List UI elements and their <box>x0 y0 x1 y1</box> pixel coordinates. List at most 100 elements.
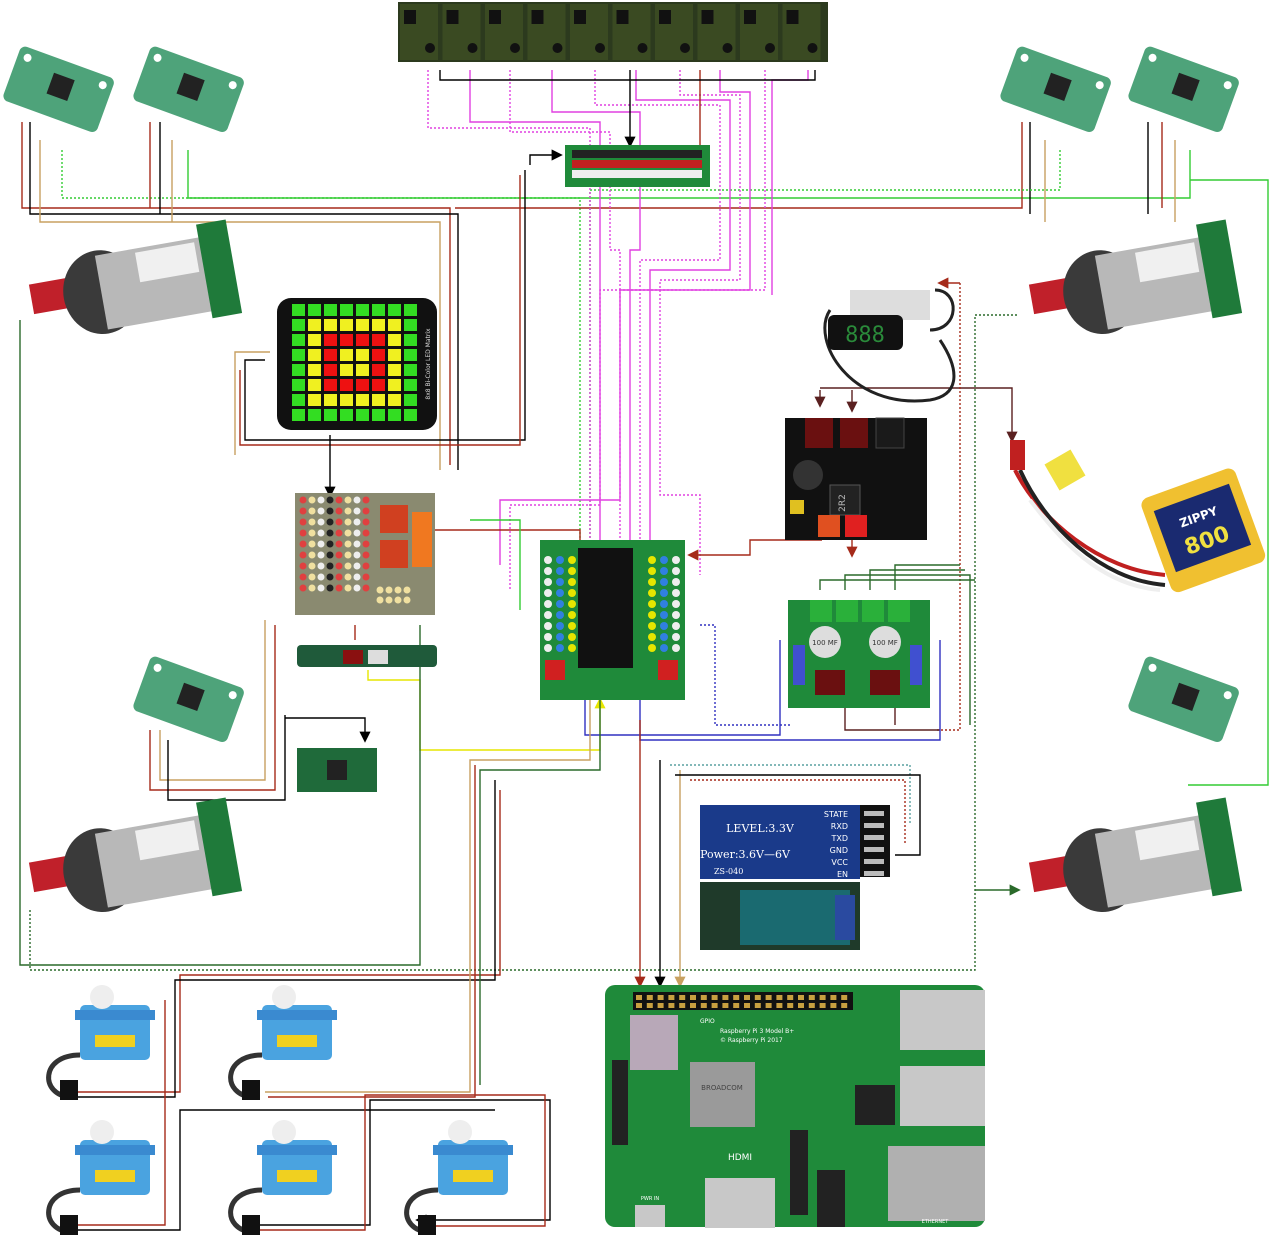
gpio-pin <box>636 1003 642 1008</box>
regulator-label: 2R2 <box>838 494 848 512</box>
led-pixel <box>356 319 369 331</box>
breadboard-pin <box>362 496 370 504</box>
breadboard-pin <box>362 518 370 526</box>
led-pixel <box>324 349 337 361</box>
ir-sensor-chip <box>531 10 544 24</box>
breadboard-pin <box>299 573 307 581</box>
servo-label <box>95 1035 135 1047</box>
wire <box>439 70 816 81</box>
shield-pin <box>544 633 552 641</box>
ir-sensor-hole <box>510 43 520 53</box>
led-pixel <box>340 349 353 361</box>
wire <box>771 70 809 295</box>
gpio-pin <box>722 995 729 1000</box>
bt-pin <box>864 859 884 864</box>
wire <box>239 175 521 446</box>
wire <box>589 150 1061 545</box>
breadboard-pin <box>344 518 352 526</box>
gpio-pin <box>733 995 740 1000</box>
breadboard-pin <box>326 529 334 537</box>
shield-pin <box>544 644 552 652</box>
bluetooth-module: LEVEL:3.3V Power:3.6V—6V ZS-040 STATERXD… <box>700 805 890 950</box>
matrix-label: 8x8 Bi-Color LED Matrix <box>425 328 432 400</box>
wire <box>820 387 1018 443</box>
shield-pin <box>672 567 680 575</box>
bt-power: Power:3.6V—6V <box>700 848 791 861</box>
shield-pin <box>648 622 656 630</box>
shield-pin <box>648 567 656 575</box>
breadboard-pin <box>353 573 361 581</box>
shield-pin <box>544 600 552 608</box>
gpio-pin <box>711 1003 718 1008</box>
gpio-pin <box>754 995 761 1000</box>
led-pixel <box>404 364 417 376</box>
dc-motor-top-left <box>28 219 243 335</box>
wire <box>935 283 961 731</box>
dc-motor-bottom-right <box>1028 797 1243 913</box>
gpio-pin <box>830 995 837 1000</box>
shield-pin <box>556 611 564 619</box>
shield-pin <box>648 611 656 619</box>
center-io-shield <box>540 540 685 700</box>
rpi-hdmi-label: HDMI <box>728 1153 752 1163</box>
breadboard-shield <box>295 493 435 615</box>
breadboard-pin <box>299 496 307 504</box>
servo-connector <box>418 1215 436 1235</box>
shield-pin <box>556 622 564 630</box>
dc-motor-bottom-left <box>28 797 243 913</box>
wire <box>285 717 371 743</box>
gpio-pin <box>646 1003 653 1008</box>
shield-pin <box>544 589 552 597</box>
led-pixel <box>356 304 369 316</box>
bt-pin <box>864 847 884 852</box>
gpio-pin <box>711 995 718 1000</box>
breadboard-pin <box>335 573 343 581</box>
led-pixel <box>324 334 337 346</box>
led-pixel <box>356 334 369 346</box>
ir-sensor-hole <box>637 43 648 53</box>
led-pixel <box>388 349 401 361</box>
wire <box>470 519 521 610</box>
breadboard-pin <box>376 586 384 594</box>
ir-sensor-hole <box>680 43 690 53</box>
led-pixel <box>308 364 321 376</box>
ir-sensor-chip <box>744 10 756 24</box>
breadboard-pin <box>335 551 343 559</box>
breadboard-pin <box>362 573 370 581</box>
breadboard-pin <box>362 584 370 592</box>
servo-flange <box>433 1145 513 1155</box>
bt-model: ZS-040 <box>714 867 743 876</box>
servo-connector <box>60 1080 78 1100</box>
rpi-ethernet-label: ETHERNET <box>922 1219 950 1225</box>
servo-connector <box>60 1215 78 1235</box>
wire <box>70 790 501 1093</box>
servo <box>228 985 337 1100</box>
ir-sensor-hole <box>425 43 435 53</box>
breadboard-pin <box>376 596 384 604</box>
wire <box>70 1109 495 1231</box>
breadboard-pin <box>299 507 307 515</box>
wire <box>167 715 286 801</box>
gpio-pin <box>830 1003 837 1008</box>
breadboard-pin <box>344 584 352 592</box>
breadboard-pin <box>362 551 370 559</box>
led-pixel <box>404 409 417 421</box>
wire <box>675 774 921 856</box>
led-pixel <box>388 319 401 331</box>
power-board: 2R2 <box>785 417 927 540</box>
breadboard-pin <box>299 529 307 537</box>
led-pixel <box>340 394 353 406</box>
wire <box>245 1099 551 1226</box>
shield-pin <box>568 622 576 630</box>
wire <box>244 170 526 441</box>
breadboard-pin <box>344 507 352 515</box>
breadboard-pin <box>344 529 352 537</box>
breadboard-pin <box>317 496 325 504</box>
breadboard-pin <box>308 529 316 537</box>
wire <box>455 122 1023 209</box>
led-pixel <box>340 334 353 346</box>
gpio-pin <box>841 995 848 1000</box>
wire <box>265 700 591 1093</box>
